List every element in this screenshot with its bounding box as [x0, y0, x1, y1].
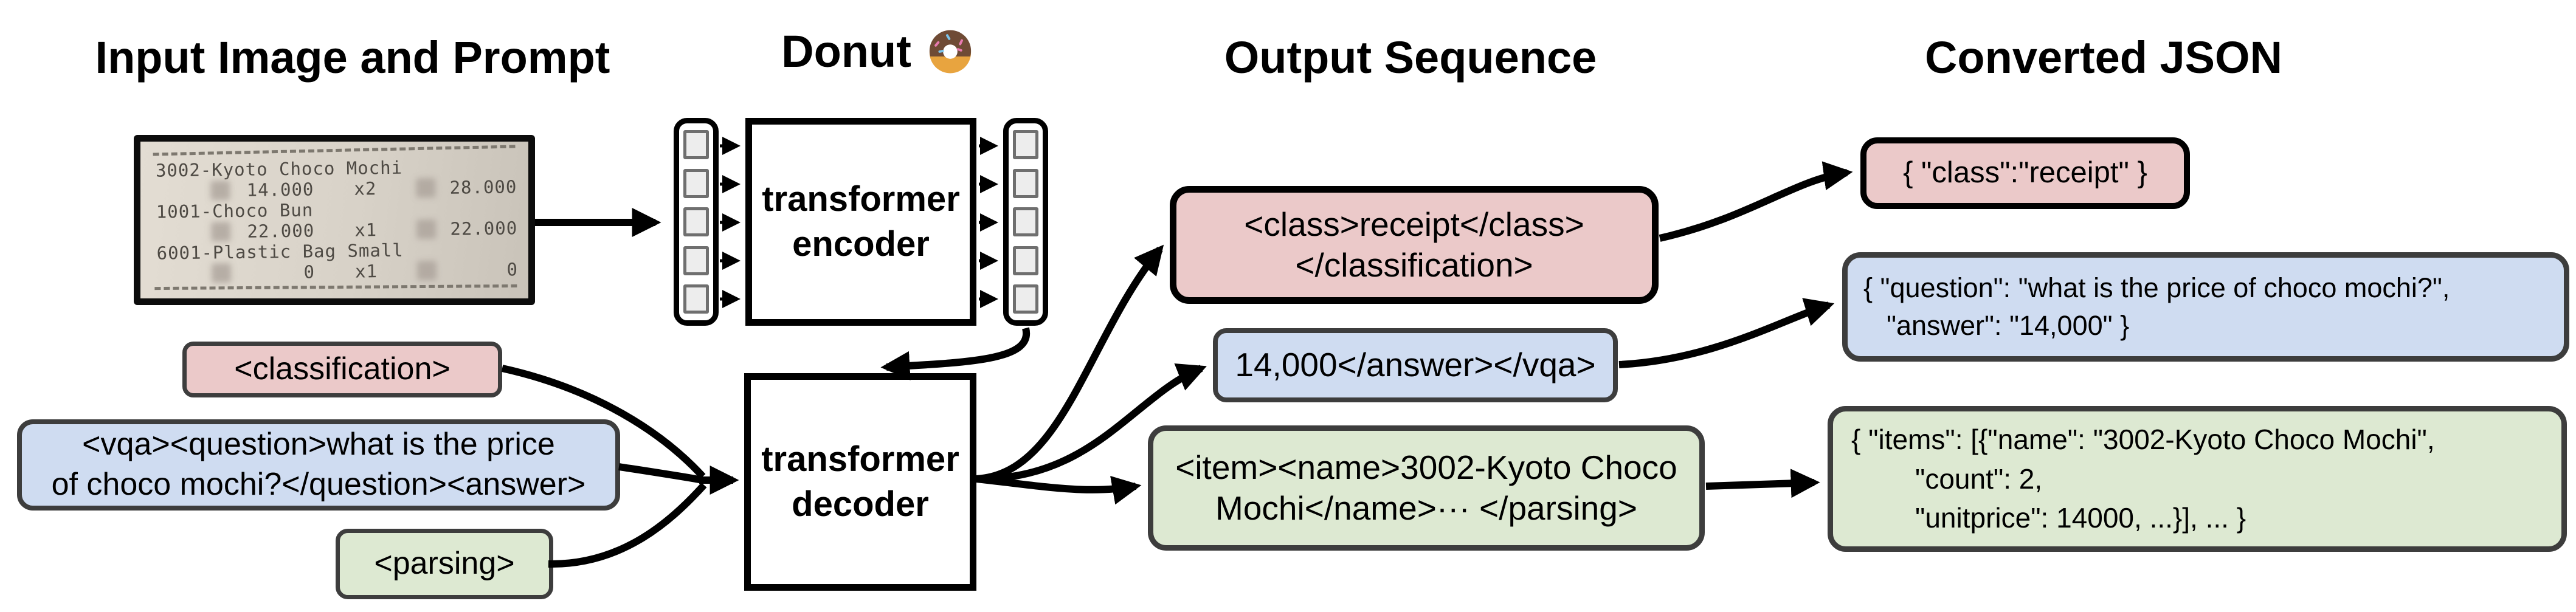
redaction-blur: [211, 263, 232, 283]
output-classification-box: <class>receipt</class> </classification>: [1170, 186, 1659, 304]
input-patch-column: [674, 118, 719, 326]
output-vqa-text: 14,000</answer></vqa>: [1235, 346, 1596, 384]
json-parsing-line1: { "items": [{"name": "3002-Kyoto Choco M…: [1851, 424, 2435, 456]
output-parsing-line2: Mochi</name>··· </parsing>: [1215, 489, 1637, 527]
encoder-label: transformer: [762, 179, 960, 219]
prompt-vqa-line1: <vqa><question>what is the price: [82, 427, 555, 462]
prompt-parsing-text: <parsing>: [374, 546, 515, 582]
json-classification-text: { "class":"receipt" }: [1903, 156, 2147, 190]
arrow-parsing-to-json: [1705, 469, 1820, 498]
redaction-blur: [416, 260, 437, 281]
arrow-decoder-to-parsing-output: [976, 475, 1142, 505]
donut-icon: [929, 30, 971, 73]
redaction-blur: [211, 222, 231, 242]
header-output-sequence: Output Sequence: [1224, 32, 1597, 83]
output-embedding-column: [1003, 118, 1048, 326]
json-classification-box: { "class":"receipt" }: [1860, 137, 2190, 209]
json-vqa-box: { "question": "what is the price of choc…: [1842, 252, 2569, 362]
output-parsing-box: <item><name>3002-Kyoto Choco Mochi</name…: [1148, 425, 1705, 551]
header-donut-label: Donut: [781, 26, 911, 77]
header-input-image-and-prompt: Input Image and Prompt: [95, 32, 610, 83]
redaction-blur: [416, 219, 437, 239]
encoder-label: encoder: [792, 224, 930, 264]
prompt-classification-box: <classification>: [182, 342, 502, 397]
header-donut: Donut: [696, 26, 1061, 77]
output-parsing-line1: <item><name>3002-Kyoto Choco: [1175, 448, 1677, 486]
decoder-label: decoder: [792, 484, 929, 524]
prompt-parsing-box: <parsing>: [336, 529, 553, 599]
transformer-decoder-box: transformer decoder: [744, 373, 976, 591]
arrow-vqa-prompt: [618, 463, 704, 484]
patch-token: [1013, 168, 1038, 198]
prompt-vqa-box: <vqa><question>what is the price of choc…: [17, 419, 620, 511]
receipt-content: 3002-Kyoto Choco Mochi 14.000 x2 28.000 …: [152, 144, 519, 297]
prompt-vqa-line2: of choco mochi?</question><answer>: [51, 467, 586, 502]
transformer-encoder-box: transformer encoder: [745, 118, 976, 326]
arrow-classification-to-json: [1659, 161, 1853, 242]
patch-token: [1013, 130, 1038, 159]
patch-token: [1013, 207, 1038, 236]
patch-token: [683, 284, 709, 314]
json-parsing-line3: "unitprice": 14000, ...}], ... }: [1915, 502, 2246, 534]
output-vqa-box: 14,000</answer></vqa>: [1213, 328, 1618, 402]
prompt-classification-text: <classification>: [234, 351, 451, 387]
receipt-divider: [154, 284, 517, 294]
json-parsing-box: { "items": [{"name": "3002-Kyoto Choco M…: [1828, 406, 2567, 552]
arrow-encoder-to-decoder: [880, 327, 1031, 380]
output-classification-line2: </classification>: [1295, 246, 1533, 284]
output-classification-line1: <class>receipt</class>: [1244, 205, 1584, 243]
json-vqa-line1: { "question": "what is the price of choc…: [1863, 272, 2450, 303]
patch-token: [683, 130, 709, 159]
patch-token: [1013, 246, 1038, 275]
arrow-vqa-to-json: [1618, 298, 1835, 368]
patch-token: [683, 168, 709, 198]
redaction-blur: [210, 181, 230, 201]
patch-token: [683, 246, 709, 275]
patch-token: [683, 207, 709, 236]
decoder-label: transformer: [761, 439, 959, 479]
json-vqa-line2: "answer": "14,000" }: [1887, 310, 2130, 341]
header-converted-json: Converted JSON: [1924, 32, 2283, 83]
redaction-blur: [416, 177, 436, 198]
json-parsing-line2: "count": 2,: [1915, 462, 2043, 495]
receipt-image: 3002-Kyoto Choco Mochi 14.000 x2 28.000 …: [134, 135, 535, 305]
patch-token: [1013, 284, 1038, 314]
